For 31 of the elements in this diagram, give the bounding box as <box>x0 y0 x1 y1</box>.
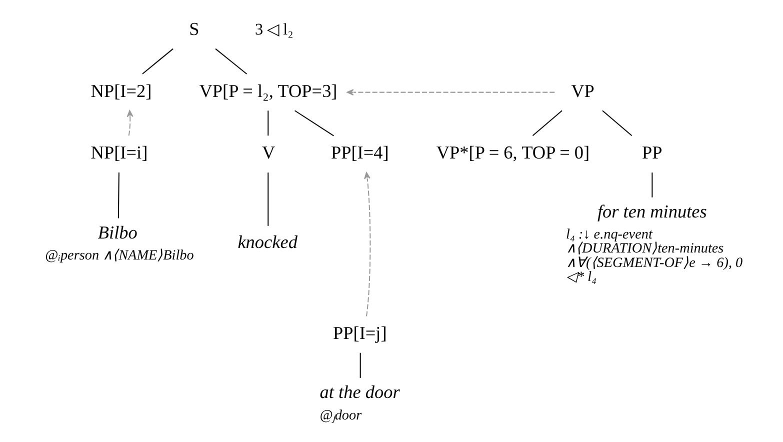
connector <box>267 110 268 136</box>
node-text: S <box>188 18 199 39</box>
node-text: at the door <box>319 382 400 402</box>
node-text: NP[I=2] <box>90 80 152 101</box>
node-text: knocked <box>237 232 297 252</box>
node-text: PP[I=j] <box>332 322 386 343</box>
arrow <box>126 110 133 136</box>
connector <box>117 172 119 218</box>
connector <box>651 172 652 198</box>
node-text: V <box>262 142 275 163</box>
node-label: @ⱼdoor <box>319 407 362 424</box>
node-text: PP[I=4] <box>330 142 388 163</box>
arrow <box>346 89 554 96</box>
connector <box>267 172 268 226</box>
connector <box>142 48 173 74</box>
node-text: VP*[P = 6, TOP = 0] <box>436 142 590 163</box>
connector <box>294 110 334 136</box>
node-label: l₄ :↓ e.nq-event ∧⟨DURATION⟩ten-minutes ∧∀(⟨SEGMENT-OF⟩e → 6), 0 ◁* l₄ <box>566 226 742 285</box>
connector <box>359 352 360 378</box>
node-text: PP <box>642 142 662 163</box>
connector <box>602 110 632 136</box>
arrow <box>364 172 370 316</box>
connector <box>214 48 247 74</box>
connector <box>532 110 562 136</box>
node-label: @ᵢperson ∧⟨NAME⟩Bilbo <box>44 248 194 264</box>
node-text: NP[I=i] <box>90 142 148 163</box>
label: 3 ◁ l₂ <box>254 20 293 38</box>
node-text: Bilbo <box>97 222 137 243</box>
node-text: VP <box>570 80 594 101</box>
node-text: for ten minutes <box>596 201 706 222</box>
node-text: VP[P = l₂, TOP=3] <box>198 80 337 101</box>
